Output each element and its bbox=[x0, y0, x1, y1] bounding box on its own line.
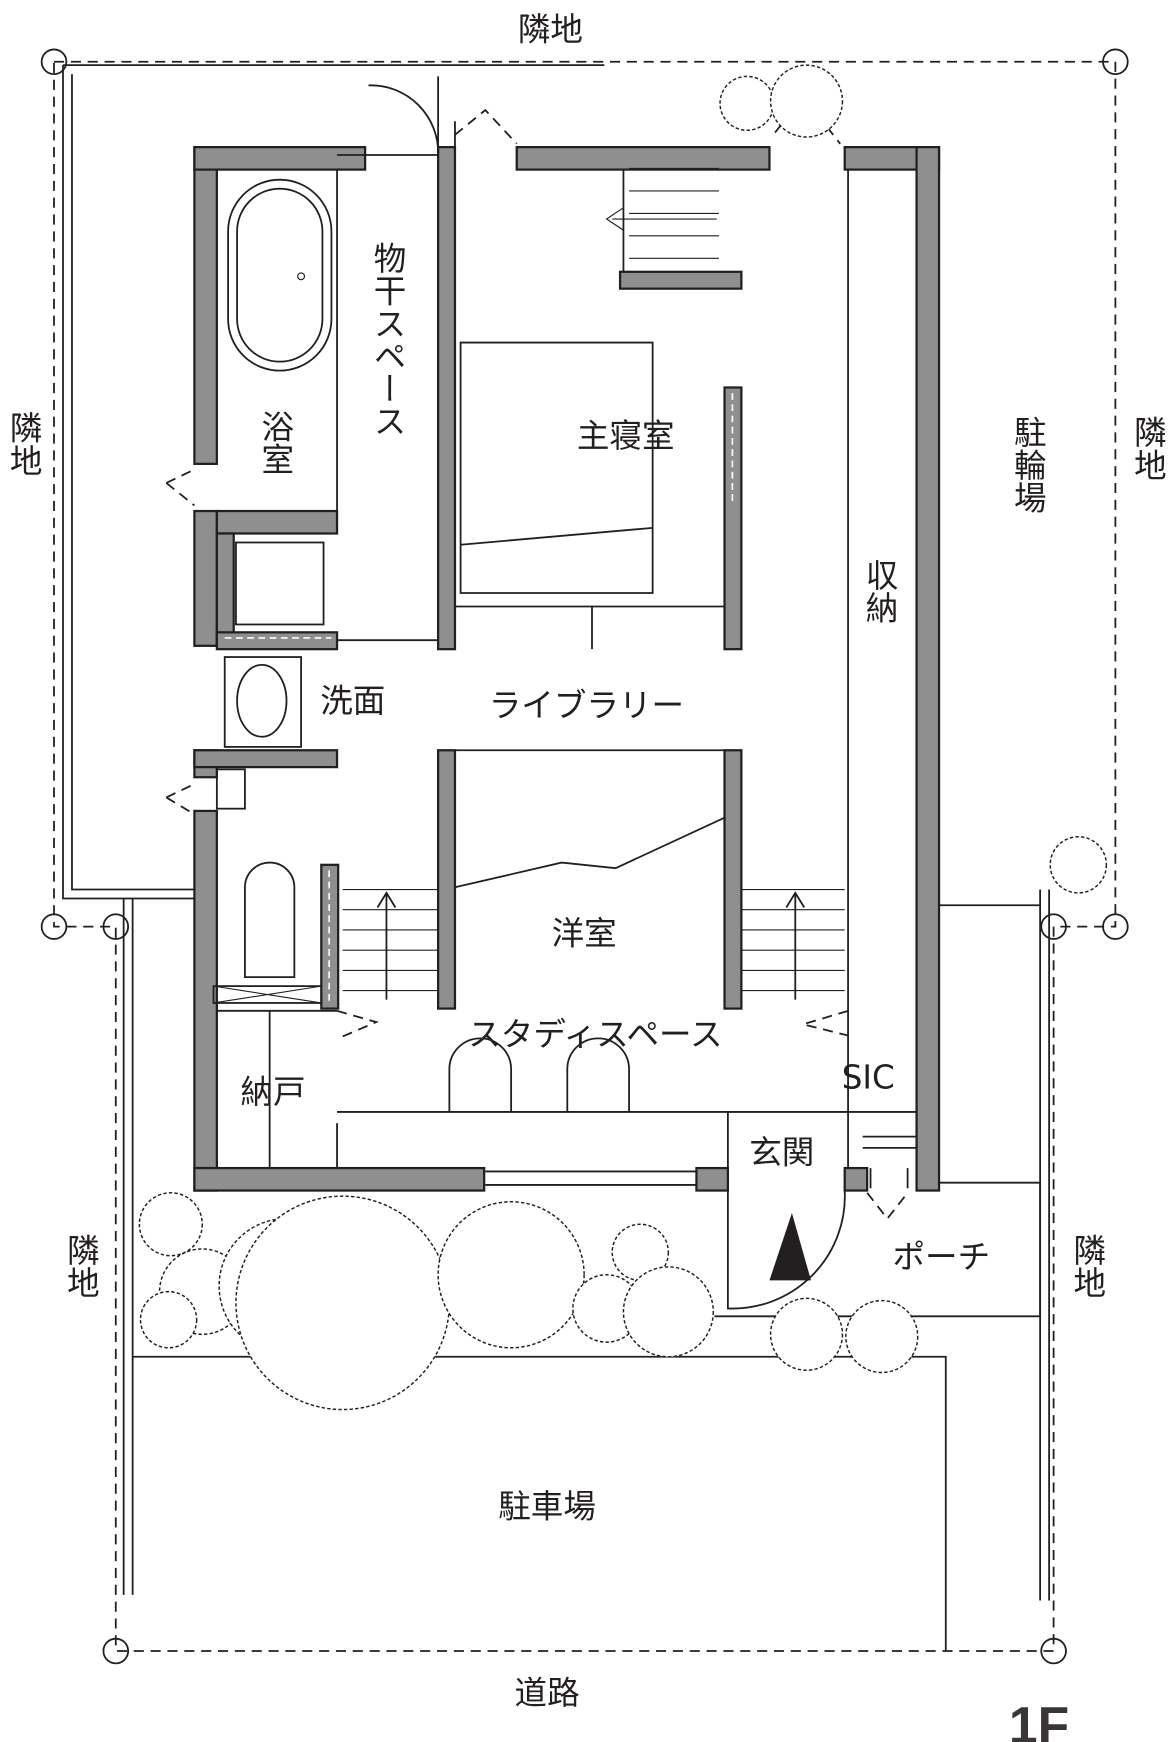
label-neighbor-right: 隣地 bbox=[1129, 415, 1167, 480]
label-drying-space: 物干スペース bbox=[369, 241, 407, 437]
label-neighbor-bottom-right: 隣地 bbox=[1068, 1233, 1106, 1298]
label-bathroom: 浴室 bbox=[256, 410, 294, 475]
site-boundary bbox=[40, 48, 1129, 1665]
label-parking: 駐車場 bbox=[498, 1487, 596, 1525]
label-western-room: 洋室 bbox=[552, 915, 617, 953]
label-neighbor-top: 隣地 bbox=[518, 10, 583, 48]
label-closet: 納戸 bbox=[240, 1073, 305, 1111]
fixtures bbox=[165, 76, 917, 1310]
label-master-bedroom: 主寝室 bbox=[577, 417, 675, 455]
label-entrance: 玄関 bbox=[749, 1134, 814, 1172]
label-sic: SIC bbox=[842, 1058, 895, 1096]
label-library: ライブラリー bbox=[489, 687, 684, 725]
label-neighbor-bottom-left: 隣地 bbox=[62, 1233, 100, 1298]
walls bbox=[193, 146, 941, 1192]
label-study-space: スタディスペース bbox=[468, 1016, 722, 1054]
label-bicycle-parking: 駐輪場 bbox=[1009, 415, 1047, 513]
label-washroom: 洗面 bbox=[320, 682, 385, 720]
label-road: 道路 bbox=[515, 1674, 580, 1712]
floor-title: 1F bbox=[1009, 1696, 1069, 1742]
label-porch: ポーチ bbox=[892, 1238, 990, 1276]
labels: 隣地 隣地 隣地 駐輪場 物干スペース 浴室 主寝室 収納 洗面 ライブラリー … bbox=[5, 10, 1167, 1742]
label-storage: 収納 bbox=[861, 558, 899, 623]
label-neighbor-left: 隣地 bbox=[5, 411, 43, 476]
trees bbox=[138, 64, 1108, 1411]
